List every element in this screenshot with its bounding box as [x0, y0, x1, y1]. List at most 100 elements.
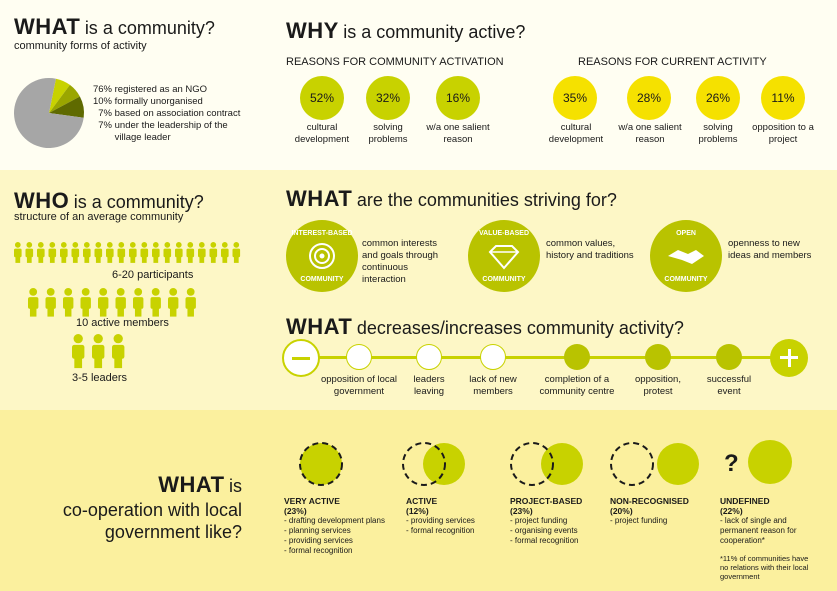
person-icon — [209, 248, 218, 258]
person-icon — [141, 242, 148, 248]
person-icon — [169, 307, 177, 317]
person-icon — [94, 248, 103, 258]
active-text: ACTIVE (12%) - providing services - form… — [406, 496, 475, 535]
current-value: 11% — [761, 76, 805, 120]
cooperation-title: WHAT is co-operation with local governme… — [62, 472, 242, 543]
increase-label: successful event — [706, 374, 752, 397]
person-icon — [116, 288, 125, 296]
who-community-subtitle: structure of an average community — [14, 211, 184, 223]
pie-legend: 76% registered as an NGO 10% formally un… — [88, 84, 258, 144]
person-icon — [107, 256, 113, 263]
person-icon — [163, 248, 172, 258]
interest-based-text: common interests and goals through conti… — [362, 238, 439, 285]
person-icon — [72, 344, 85, 359]
open-badge: OPEN COMMUNITY — [650, 220, 722, 292]
person-icon — [47, 307, 54, 317]
person-icon — [37, 248, 45, 258]
target-icon — [309, 243, 335, 269]
person-icon — [60, 242, 67, 248]
person-icon — [26, 256, 32, 263]
timeline-line — [300, 356, 790, 359]
person-icon — [118, 256, 124, 263]
person-icon — [233, 256, 239, 263]
person-icon — [153, 256, 159, 263]
person-icon — [221, 248, 229, 258]
increase-node — [716, 344, 742, 370]
increase-label: opposition, protest — [635, 374, 681, 397]
undefined-circle — [748, 440, 792, 484]
decrease-node — [480, 344, 506, 370]
person-icon — [221, 242, 228, 248]
legend-item: 76% registered as an NGO — [92, 84, 208, 95]
person-icon — [106, 242, 113, 248]
person-icon — [29, 288, 38, 296]
person-icon — [152, 242, 159, 248]
person-icon — [187, 256, 193, 263]
person-icon — [93, 334, 103, 344]
person-icon — [134, 288, 143, 296]
person-icon — [71, 248, 80, 258]
person-icon — [15, 256, 21, 263]
person-icon — [95, 242, 102, 248]
non-recognised-text: NON-RECOGNISED (20%) - project funding — [610, 496, 689, 525]
decrease-label: lack of new members — [469, 374, 517, 397]
person-icon — [48, 248, 57, 258]
person-icon — [140, 248, 149, 258]
person-icon — [175, 248, 183, 258]
increase-node — [645, 344, 671, 370]
person-icon — [113, 334, 123, 344]
forms-pie-chart — [13, 78, 84, 148]
person-icon — [199, 256, 205, 263]
person-icon — [92, 344, 105, 359]
activation-value: 32% — [366, 76, 410, 120]
person-icon — [63, 297, 74, 309]
person-icon — [164, 242, 171, 248]
person-icon — [129, 248, 137, 258]
person-icon — [94, 357, 103, 369]
decrease-node — [346, 344, 372, 370]
person-icon — [222, 256, 228, 263]
value-based-text: common values, history and traditions — [546, 238, 634, 261]
handshake-icon — [668, 250, 704, 264]
person-icon — [117, 307, 124, 317]
active-diagram — [402, 442, 465, 486]
current-value: 26% — [696, 76, 740, 120]
bottom-band — [0, 410, 837, 591]
leaders-label: 3-5 leaders — [72, 372, 128, 384]
current-label: opposition to a project — [752, 122, 814, 145]
person-icon — [114, 357, 123, 369]
person-icon — [210, 242, 217, 248]
legend-item: 7% based on association contract — [98, 108, 241, 119]
top-band — [0, 0, 837, 170]
person-icon — [186, 248, 195, 258]
person-icon — [64, 288, 73, 296]
current-label: cultural development — [548, 122, 604, 145]
person-icon — [74, 357, 83, 369]
plus-icon — [770, 339, 808, 377]
person-icon — [112, 344, 125, 359]
increase-label: completion of a community centre — [539, 374, 615, 397]
person-icon — [80, 297, 91, 309]
value-based-badge: VALUE-BASED COMMUNITY — [468, 220, 540, 292]
project-based-text: PROJECT-BASED (23%) - project funding - … — [510, 496, 583, 545]
who-community-title: WHO is a community? — [14, 188, 204, 213]
person-icon — [82, 307, 89, 317]
person-icon — [117, 248, 126, 258]
person-icon — [29, 307, 37, 317]
person-icon — [164, 256, 170, 263]
project-based-diagram — [510, 442, 583, 486]
diamond-icon — [488, 245, 520, 270]
people-diagram — [14, 242, 241, 369]
question-mark-icon: ? — [724, 450, 739, 477]
person-icon — [169, 288, 178, 296]
very-active-text: VERY ACTIVE (23%) - drafting development… — [284, 496, 385, 555]
person-icon — [84, 256, 90, 263]
person-icon — [14, 248, 22, 258]
person-icon — [115, 297, 126, 309]
activation-value: 16% — [436, 76, 480, 120]
person-icon — [26, 242, 33, 248]
undefined-text: UNDEFINED (22%) - lack of single and per… — [720, 496, 809, 581]
person-icon — [130, 256, 136, 263]
person-icon — [134, 307, 142, 317]
person-icon — [187, 307, 194, 317]
